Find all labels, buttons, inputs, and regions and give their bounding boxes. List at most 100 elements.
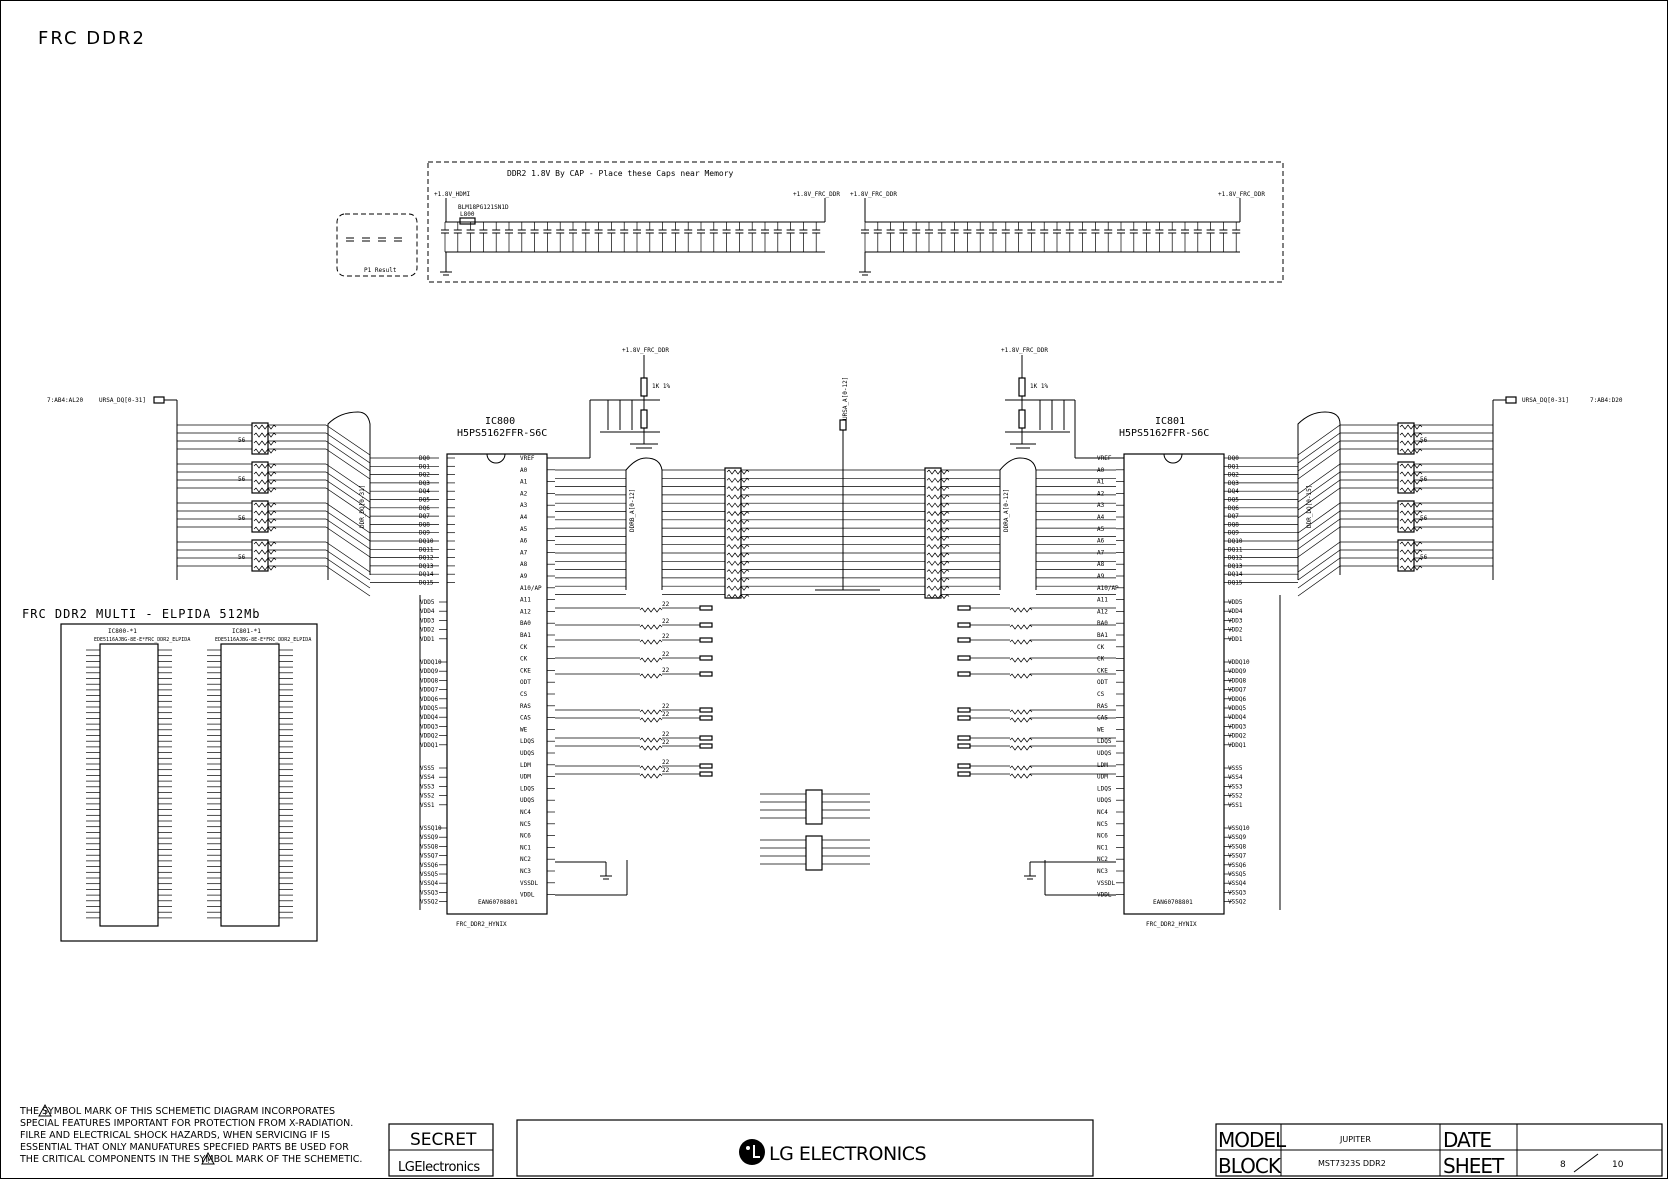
offpage-connector [957, 763, 971, 769]
damp-label: 56 [238, 515, 246, 522]
resistor [926, 577, 950, 583]
resistor-array [805, 835, 823, 871]
pin-label: VSSQ5 [420, 871, 438, 878]
pin-label: VDDQ8 [1228, 677, 1246, 684]
signal-line [1297, 502, 1341, 534]
pin-label: DQ3 [1228, 480, 1239, 487]
pin-label: DQ9 [1228, 530, 1239, 537]
resistor-array [1397, 422, 1415, 455]
damp-label: 56 [238, 554, 246, 561]
damp-label: 56 [238, 437, 246, 444]
pin-label: DQ8 [1228, 521, 1239, 528]
damp-label: 56 [1420, 554, 1428, 561]
signal-line [1297, 487, 1341, 519]
resistor [253, 541, 277, 547]
pin-label: VDD1 [1228, 636, 1243, 643]
resistor [1009, 607, 1033, 613]
resistor [1009, 624, 1033, 630]
pin-label: CS [520, 691, 528, 698]
ddr-a-right-label: DDRA_A[0-12] [1003, 489, 1010, 532]
vref-left-rail: +1.8V_FRC_DDR [622, 347, 669, 354]
pin-label: VDDQ1 [420, 742, 438, 749]
offpage-connector [957, 655, 971, 661]
pin-label: VSSDL [520, 880, 538, 887]
pin-label: VSSQ10 [420, 825, 442, 832]
resistor [1399, 565, 1423, 571]
vref-left-r: 1K 1% [652, 383, 670, 390]
resistor [926, 569, 950, 575]
pin-label: VREF [1097, 455, 1112, 462]
signal-line [1297, 541, 1341, 573]
dq-right-label: URSA_DQ[0-31] [1522, 397, 1569, 404]
resistor-array [805, 789, 823, 825]
pin-label: UDQS [520, 750, 535, 757]
warning-triangle-icon [38, 1103, 52, 1117]
resistor [639, 673, 663, 679]
pin-label: CKE [520, 667, 531, 674]
ddr-a-left-label: DDRB_A[0-12] [629, 489, 636, 532]
resistor [726, 552, 750, 558]
signal-line [1297, 424, 1341, 456]
pin-label: VDD2 [1228, 627, 1243, 634]
cap-section-title: DDR2 1.8V By CAP - Place these Caps near… [507, 169, 734, 178]
pin-label: LDM [1097, 762, 1108, 769]
resistor [253, 432, 277, 438]
resistor-array [1397, 539, 1415, 572]
offpage-connector [699, 771, 713, 777]
pin-label: DQ3 [419, 480, 430, 487]
pin-label: A2 [520, 490, 528, 497]
resistor [1009, 709, 1033, 715]
offpage-connector [699, 715, 713, 721]
pin-label: VDDQ7 [420, 687, 438, 694]
signal-line [325, 440, 371, 472]
pin-label: ODT [520, 679, 531, 686]
resistor [253, 549, 277, 555]
resistor [253, 463, 277, 469]
resistor [253, 518, 277, 524]
pin-label: CK [1097, 656, 1105, 663]
pin-label: A10/AP [1097, 585, 1119, 592]
bead-label: BLM18PG121SN1D [458, 204, 509, 211]
pin-label: A11 [520, 597, 531, 604]
pin-label: CK [520, 644, 528, 651]
pin-label: UDQS [520, 797, 535, 804]
damp-label: 56 [1420, 437, 1428, 444]
pin-label: BA0 [520, 620, 531, 627]
resistor [726, 535, 750, 541]
pin-label: VSS3 [420, 783, 435, 790]
resistor-value: 22 [662, 711, 670, 718]
multi-ic-b-ref: IC801-*1 [232, 628, 261, 635]
pin-label: VDDQ4 [1228, 714, 1246, 721]
resistor [1399, 549, 1423, 555]
pin-label: UDM [520, 774, 531, 781]
pin-label: VSSQ3 [420, 889, 438, 896]
signal-line [325, 487, 371, 519]
signal-line [325, 432, 371, 464]
pin-label: A8 [520, 561, 528, 568]
resistor [1399, 526, 1423, 532]
offpage-connector [957, 771, 971, 777]
resistor [1009, 717, 1033, 723]
block-label: BLOCK [1218, 1154, 1282, 1178]
pin-label: DQ14 [419, 571, 434, 578]
pin-label: LDQS [520, 738, 535, 745]
pin-label: VDD2 [420, 627, 435, 634]
pin-label: LDQS [1097, 738, 1112, 745]
pin-label: VDDQ10 [420, 659, 442, 666]
resistor-value: 22 [662, 739, 670, 746]
pin-label: VSS2 [1228, 793, 1243, 800]
resistor-value: 22 [662, 618, 670, 625]
resistor-value: 22 [662, 667, 670, 674]
pin-label: CKE [1097, 667, 1108, 674]
offpage-connector [957, 605, 971, 611]
ic800-ref: IC800 [485, 416, 515, 427]
pin-label: VSSQ6 [1228, 862, 1246, 869]
pin-label: BA1 [520, 632, 531, 639]
resistor [726, 477, 750, 483]
pin-label: VDDQ5 [420, 705, 438, 712]
pin-label: DQ6 [419, 505, 430, 512]
resistor [726, 577, 750, 583]
offpage-connector [957, 707, 971, 713]
